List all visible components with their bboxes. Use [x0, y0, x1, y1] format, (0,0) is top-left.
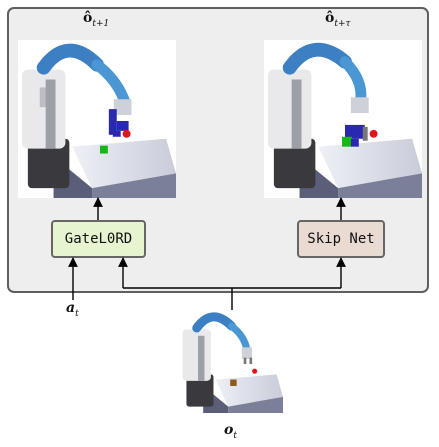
skipnet-module: Skip Net — [297, 220, 385, 258]
action-label: at — [66, 300, 79, 319]
predicted-skip-scene — [264, 40, 422, 198]
robot-arm-scene-icon — [182, 312, 283, 413]
skip-observation-label: ôt+τ — [325, 10, 351, 29]
next-observation-label: ôt+1 — [83, 10, 110, 29]
gatelord-module: GateL0RD — [51, 220, 146, 258]
current-observation-scene — [180, 310, 283, 413]
predicted-next-scene — [18, 40, 176, 198]
observation-label: ot — [224, 422, 237, 441]
robot-arm-scene-icon — [267, 42, 422, 198]
robot-arm-scene-icon — [21, 43, 176, 198]
